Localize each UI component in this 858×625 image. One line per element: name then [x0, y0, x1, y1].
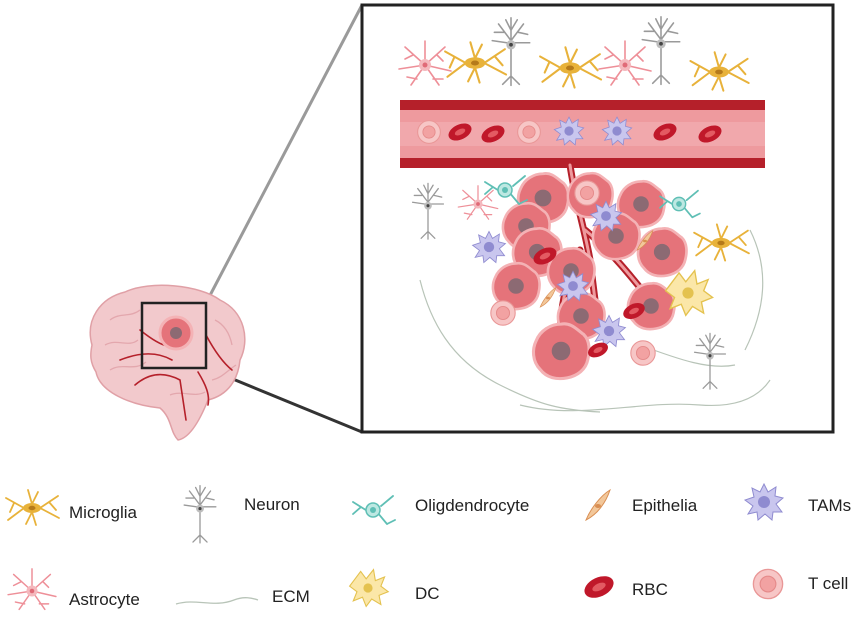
- dendritic-cell-icon: [349, 569, 389, 607]
- tumor-microenvironment-panel: [360, 3, 835, 434]
- oligodendrocyte-icon: [352, 495, 396, 525]
- microglia-icon: [5, 489, 60, 526]
- legend-label-ecm: ECM: [272, 587, 310, 606]
- t-cell-icon: [752, 568, 784, 600]
- legend-label-astrocyte: Astrocyte: [69, 590, 140, 609]
- legend-label-rbc: RBC: [632, 580, 668, 599]
- legend-icons: [5, 483, 784, 611]
- zoom-line-top: [204, 4, 364, 304]
- epithelia-icon: [585, 489, 611, 521]
- legend-label-microglia: Microglia: [69, 503, 138, 522]
- brain-illustration: [89, 284, 246, 441]
- legend-label-neuron: Neuron: [244, 495, 300, 514]
- legend-label-dc: DC: [415, 584, 440, 603]
- tam-icon: [744, 483, 784, 521]
- legend-label-epithelia: Epithelia: [632, 496, 698, 515]
- brain-zoom-box: [140, 301, 208, 370]
- legend-label-tams: TAMs: [808, 496, 852, 515]
- legend-label-tcell: T cell: [808, 574, 849, 593]
- blood-vessel: [400, 100, 765, 168]
- legend-label-oligodendrocyte: Oligdendrocyte: [415, 496, 530, 515]
- neuron-icon: [183, 485, 217, 544]
- red-blood-cell-icon: [580, 572, 618, 602]
- ecm-fiber-icon: [175, 597, 259, 605]
- astrocyte-icon: [7, 568, 57, 611]
